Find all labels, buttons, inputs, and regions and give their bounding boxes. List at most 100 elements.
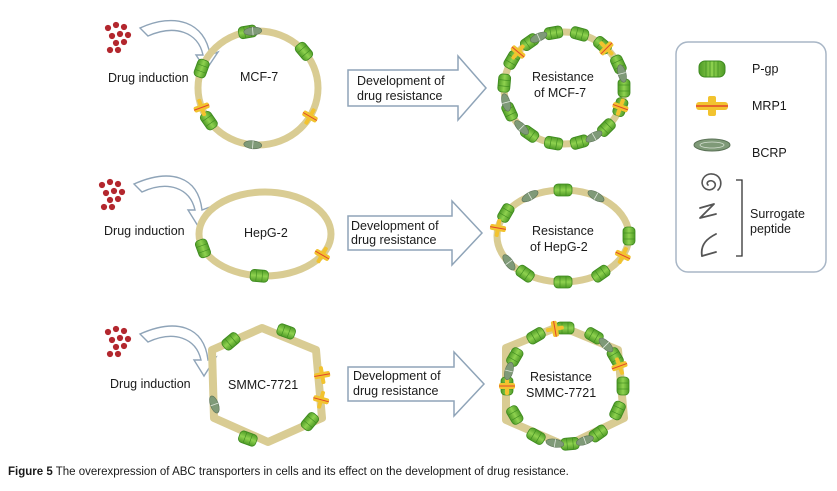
pgp-transporter-icon <box>249 269 269 283</box>
mrp1-transporter-icon <box>599 41 614 56</box>
bcrp-transporter-icon <box>545 438 565 448</box>
arrow-block-2: Development of drug resistance <box>347 199 484 267</box>
mrp1-transporter-icon <box>611 357 628 375</box>
bcrp-transporter-icon <box>502 254 516 271</box>
pgp-transporter-icon <box>591 264 611 283</box>
pgp-transporter-icon <box>221 332 241 351</box>
arrow-label-line2: drug resistance <box>353 384 439 398</box>
resistance-label-line2: of MCF-7 <box>534 86 586 100</box>
pgp-transporter-icon <box>609 400 626 421</box>
pgp-transporter-icon <box>526 327 546 345</box>
cell-label-mcf7: MCF-7 <box>240 70 278 84</box>
pgp-transporter-icon <box>497 203 515 223</box>
mrp1-transporter-icon <box>499 377 515 395</box>
mrp1-transporter-icon <box>302 108 318 125</box>
drug-dots-icon <box>104 325 132 358</box>
drug-induction-label: Drug induction <box>108 71 189 85</box>
membrane-transporters-smmc7721 <box>209 323 331 447</box>
arrow-label-line1: Development of <box>353 369 441 383</box>
surrogate-label-line1: Surrogate <box>750 207 805 221</box>
pgp-transporter-icon <box>515 264 535 283</box>
surrogate-peptide-hook-icon <box>700 233 717 257</box>
arrow-block-3: Development of drug resistance <box>347 350 486 418</box>
surrogate-peptide-spiral-icon <box>701 173 722 191</box>
bcrp-transporter-icon <box>209 395 220 414</box>
surrogate-bracket <box>736 179 743 257</box>
pgp-transporter-icon <box>193 58 210 79</box>
mrp1-transporter-icon <box>510 44 526 60</box>
pgp-transporter-icon <box>569 134 590 150</box>
mrp1-legend-icon <box>696 96 728 116</box>
bcrp-transporter-icon <box>585 130 603 143</box>
bcrp-transporter-icon <box>530 31 548 43</box>
pgp-transporter-icon <box>569 26 590 42</box>
pgp-transporter-icon <box>543 25 564 41</box>
row-smmc7721: Drug induction SMMC-7721 Development of … <box>104 320 630 451</box>
drug-dots-icon <box>98 178 126 211</box>
legend-panel: P-gp MRP1 BCRP Surrogate peptide <box>675 41 827 273</box>
row-hepg2: Drug induction HepG-2 Development of dru… <box>98 175 636 289</box>
mrp1-transporter-icon <box>314 246 330 264</box>
bcrp-transporter-icon <box>243 140 263 150</box>
arrow-label-line2: drug resistance <box>357 89 443 103</box>
induction-curved-arrow-icon <box>138 19 220 72</box>
bcrp-transporter-icon <box>575 435 594 446</box>
pgp-transporter-icon <box>560 436 580 451</box>
mrp1-transporter-icon <box>313 390 330 409</box>
surrogate-peptide-zigzag-icon <box>699 203 717 219</box>
arrow-label-line1: Development of <box>357 74 445 88</box>
pgp-transporter-icon <box>616 376 630 396</box>
pgp-legend-icon <box>698 60 726 78</box>
pgp-transporter-icon <box>497 73 512 93</box>
mrp1-transporter-icon <box>193 98 210 117</box>
bcrp-transporter-icon <box>501 93 511 112</box>
surrogate-label-line2: peptide <box>750 222 791 236</box>
resistance-label-line1: Resistance <box>532 70 594 84</box>
resistance-label-line2: of HepG-2 <box>530 240 588 254</box>
bcrp-transporter-icon <box>514 120 529 135</box>
pgp-transporter-icon <box>506 405 524 425</box>
mrp1-transporter-icon <box>489 219 507 237</box>
pgp-transporter-icon <box>543 135 564 151</box>
caption-text: The overexpression of ABC transporters i… <box>52 466 569 478</box>
pgp-transporter-icon <box>194 238 211 259</box>
pgp-transporter-icon <box>553 275 573 289</box>
resistance-label-line2: SMMC-7721 <box>526 386 596 400</box>
pgp-transporter-icon <box>553 183 573 197</box>
mrp1-legend-label: MRP1 <box>752 99 787 113</box>
resistance-label-line1: Resistance <box>530 370 592 384</box>
induction-curved-arrow-icon <box>138 325 218 378</box>
pgp-transporter-icon <box>300 412 320 432</box>
pgp-transporter-icon <box>238 430 258 447</box>
bcrp-transporter-icon <box>598 337 614 353</box>
pgp-transporter-icon <box>276 323 296 340</box>
arrow-block-1: Development of drug resistance <box>347 54 487 122</box>
pgp-transporter-icon <box>294 41 314 61</box>
cell-label-hepg2: HepG-2 <box>244 226 288 240</box>
membrane-transporters-resistant-hepg2 <box>489 183 636 289</box>
membrane-transporters-mcf7 <box>193 24 318 150</box>
figure-caption: Figure 5 The overexpression of ABC trans… <box>8 466 828 478</box>
caption-label: Figure 5 <box>8 466 53 478</box>
bcrp-transporter-icon <box>521 190 539 203</box>
mrp1-transporter-icon <box>612 98 629 116</box>
arrow-label-line1: Development of <box>351 219 439 233</box>
bcrp-transporter-icon <box>587 190 605 203</box>
resistance-label-line1: Resistance <box>532 224 594 238</box>
cell-membrane-smmc7721 <box>208 324 326 446</box>
mrp1-transporter-icon <box>314 366 331 385</box>
mrp1-transporter-icon <box>545 320 564 337</box>
mrp1-transporter-icon <box>614 246 631 264</box>
pgp-transporter-icon <box>622 226 636 246</box>
bcrp-legend-icon <box>693 138 731 152</box>
drug-induction-label: Drug induction <box>110 377 191 391</box>
bcrp-transporter-icon <box>617 64 627 83</box>
pgp-transporter-icon <box>526 427 546 445</box>
drug-dots-icon <box>104 21 132 54</box>
arrow-label-line2: drug resistance <box>351 233 437 247</box>
membrane-transporters-resistant-mcf7 <box>497 25 631 151</box>
induction-curved-arrow-icon <box>132 175 212 228</box>
bcrp-transporter-icon <box>504 361 514 381</box>
membrane-transporters-hepg2 <box>194 238 330 283</box>
